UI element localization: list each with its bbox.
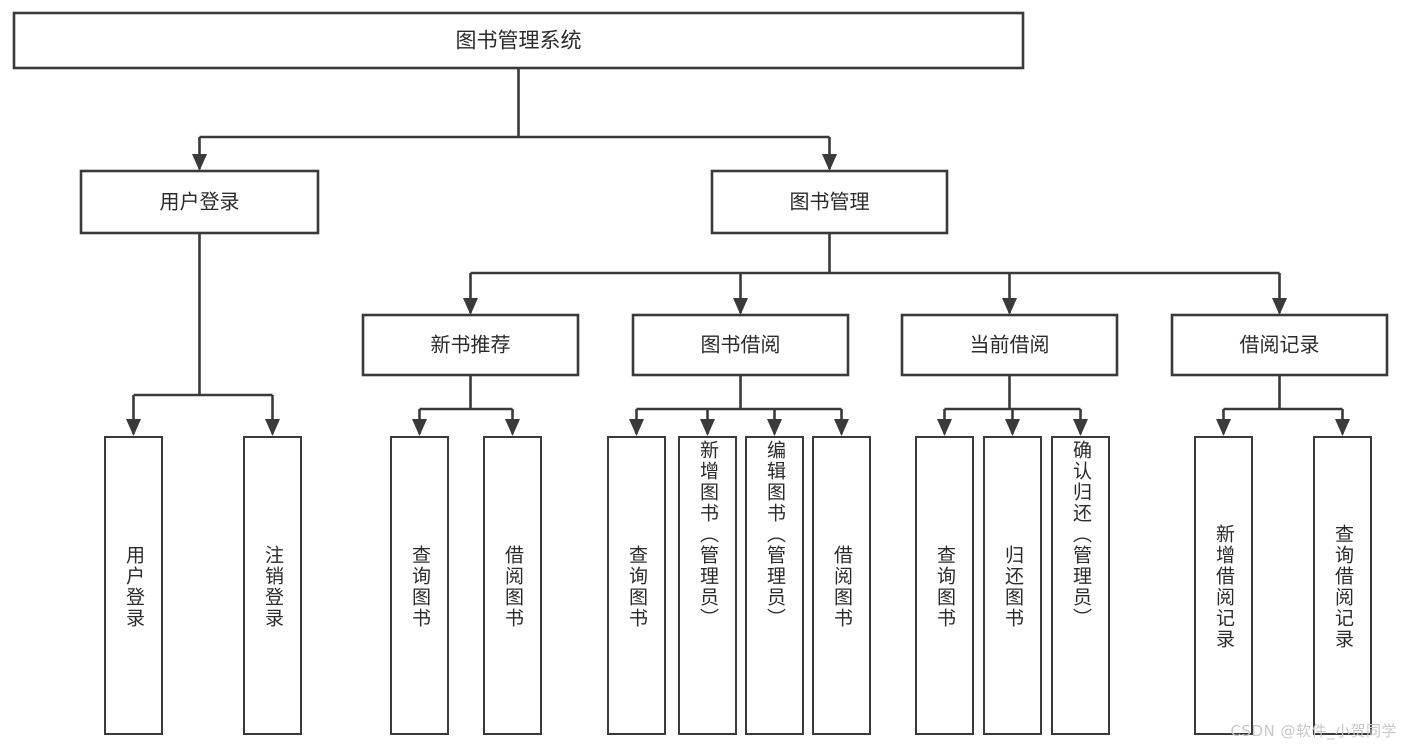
watermark: CSDN @软件_小贺同学 bbox=[1230, 722, 1397, 740]
leaf-node-1[interactable]: 注销登录 bbox=[243, 436, 302, 735]
node-level2-2-label: 当前借阅 bbox=[970, 333, 1050, 357]
node-level2-1-label: 图书借阅 bbox=[701, 333, 781, 357]
leaf-node-3[interactable]: 借阅图书 bbox=[483, 436, 542, 735]
arrow-down-icon-level2-1 bbox=[733, 298, 748, 315]
leaf-node-label-1: 注销登录 bbox=[262, 544, 284, 629]
leaf-node-9[interactable]: 归还图书 bbox=[983, 436, 1042, 735]
node-level2-0[interactable]: 新书推荐 bbox=[361, 313, 580, 377]
connector-layer bbox=[126, 68, 1350, 436]
leaf-node-8[interactable]: 查询图书 bbox=[915, 436, 974, 735]
arrow-down-icon-leaf-1 bbox=[265, 419, 280, 436]
arrow-down-icon-level2-3 bbox=[1272, 298, 1287, 315]
node-level1-1[interactable]: 图书管理 bbox=[710, 169, 949, 235]
arrow-down-icon-leaf-6 bbox=[767, 419, 782, 436]
leaf-node-label-6: 编辑图书（管理员） bbox=[764, 440, 786, 629]
leaf-node-11[interactable]: 新增借阅记录 bbox=[1194, 436, 1253, 735]
leaf-node-12[interactable]: 查询借阅记录 bbox=[1313, 436, 1372, 735]
arrow-down-icon-level1-1 bbox=[822, 154, 837, 171]
leaf-node-label-11: 新增借阅记录 bbox=[1213, 523, 1235, 650]
arrow-down-icon-leaf-3 bbox=[505, 419, 520, 436]
leaf-node-0[interactable]: 用户登录 bbox=[104, 436, 163, 735]
node-level1-0[interactable]: 用户登录 bbox=[79, 169, 320, 235]
arrow-down-icon-level1-0 bbox=[192, 154, 207, 171]
leaf-node-label-8: 查询图书 bbox=[934, 544, 956, 629]
arrow-down-icon-level2-0 bbox=[463, 298, 478, 315]
arrow-down-icon-leaf-4 bbox=[629, 419, 644, 436]
arrow-down-icon-leaf-7 bbox=[834, 419, 849, 436]
leaf-node-label-4: 查询图书 bbox=[626, 544, 648, 629]
leaf-node-label-9: 归还图书 bbox=[1002, 544, 1024, 629]
leaf-node-label-7: 借阅图书 bbox=[831, 544, 853, 629]
arrow-down-icon-leaf-9 bbox=[1005, 419, 1020, 436]
node-level1-1-label: 图书管理 bbox=[790, 190, 870, 214]
node-level2-1[interactable]: 图书借阅 bbox=[631, 313, 850, 377]
leaf-node-2[interactable]: 查询图书 bbox=[390, 436, 449, 735]
leaf-node-label-3: 借阅图书 bbox=[502, 544, 524, 629]
leaf-node-label-12: 查询借阅记录 bbox=[1332, 523, 1354, 650]
arrow-down-icon-leaf-0 bbox=[126, 419, 141, 436]
leaf-node-label-2: 查询图书 bbox=[409, 544, 431, 629]
leaf-node-5[interactable]: 新增图书（管理员） bbox=[678, 436, 737, 735]
arrow-down-icon-leaf-11 bbox=[1216, 419, 1231, 436]
arrow-down-icon-leaf-10 bbox=[1073, 419, 1088, 436]
leaf-node-label-10: 确认归还（管理员） bbox=[1070, 440, 1092, 629]
arrow-down-icon-leaf-8 bbox=[937, 419, 952, 436]
leaf-node-label-5: 新增图书（管理员） bbox=[697, 440, 719, 629]
arrow-down-icon-leaf-5 bbox=[700, 419, 715, 436]
leaf-node-10[interactable]: 确认归还（管理员） bbox=[1051, 436, 1110, 735]
arrow-down-icon-level2-2 bbox=[1002, 298, 1017, 315]
node-level2-0-label: 新书推荐 bbox=[431, 333, 511, 357]
node-root-label: 图书管理系统 bbox=[456, 29, 582, 53]
leaf-node-7[interactable]: 借阅图书 bbox=[812, 436, 871, 735]
node-level2-3[interactable]: 借阅记录 bbox=[1170, 313, 1389, 377]
leaf-node-4[interactable]: 查询图书 bbox=[607, 436, 666, 735]
arrow-down-icon-leaf-2 bbox=[412, 419, 427, 436]
node-level1-0-label: 用户登录 bbox=[160, 190, 240, 214]
leaf-node-6[interactable]: 编辑图书（管理员） bbox=[745, 436, 804, 735]
arrow-down-icon-leaf-12 bbox=[1335, 419, 1350, 436]
leaf-node-label-0: 用户登录 bbox=[123, 544, 145, 629]
node-level2-2[interactable]: 当前借阅 bbox=[900, 313, 1119, 377]
node-root[interactable]: 图书管理系统 bbox=[12, 11, 1025, 70]
node-level2-3-label: 借阅记录 bbox=[1240, 333, 1320, 357]
